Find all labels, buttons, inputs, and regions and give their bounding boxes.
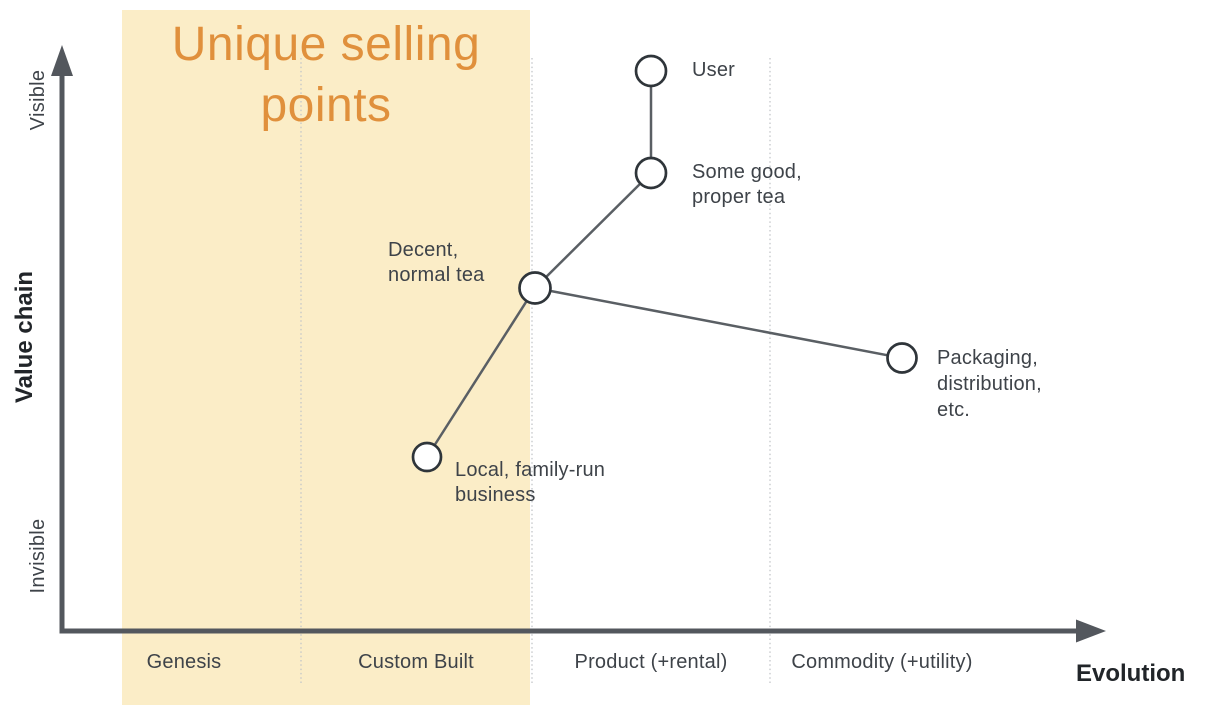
node-label-line: Local, family-run (455, 459, 606, 481)
node-decent-normal-tea (518, 271, 552, 305)
node-label-line: Some good, (692, 161, 802, 183)
y-axis-title: Value chain (11, 270, 38, 404)
x-axis-title: Evolution (1076, 660, 1186, 687)
stage-label-genesis: Genesis (146, 651, 222, 673)
y-axis-top-label: Visible (27, 69, 49, 131)
node-label-line: etc. (937, 399, 971, 421)
node-user (634, 54, 668, 88)
node-label-line: business (455, 484, 536, 506)
node-label-line: Packaging, (937, 347, 1038, 369)
node-local-family-run-business (411, 441, 443, 473)
node-label-user: User (692, 58, 735, 83)
node-label-line: proper tea (692, 186, 786, 208)
highlight-title: Unique selling points (171, 18, 481, 132)
edge-decent-local (425, 287, 537, 458)
node-label-line: User (692, 59, 736, 81)
stage-label-commodity-utility: Commodity (+utility) (791, 651, 973, 673)
node-some-good-proper-tea (634, 156, 668, 190)
y-axis-bottom-label: Invisible (27, 518, 49, 594)
edges (425, 71, 903, 458)
node-label-local-family-run-business: Local, family-run business (455, 458, 605, 508)
y-axis-arrowhead-icon (51, 45, 73, 76)
stage-label-product-rental: Product (+rental) (574, 651, 728, 673)
node-label-decent-normal-tea: Decent, normal tea (388, 238, 485, 288)
node-label-some-good-proper-tea: Some good, proper tea (692, 160, 802, 210)
node-packaging-distribution-etc (886, 342, 918, 374)
stage-boundaries (300, 58, 771, 683)
axes (59, 73, 1078, 634)
edge-decent-packaging (534, 286, 903, 360)
node-label-packaging-distribution-etc: Packaging, distribution, etc. (937, 345, 1042, 423)
stage-label-custom-built: Custom Built (358, 651, 474, 673)
edge-somegood-decent (534, 172, 652, 289)
node-label-line: distribution, (937, 373, 1042, 395)
nodes (411, 54, 918, 473)
x-axis-arrowhead-icon (1076, 619, 1106, 643)
node-label-line: Decent, (388, 239, 459, 261)
node-label-line: normal tea (388, 264, 485, 286)
unique-selling-points-region (122, 10, 530, 705)
